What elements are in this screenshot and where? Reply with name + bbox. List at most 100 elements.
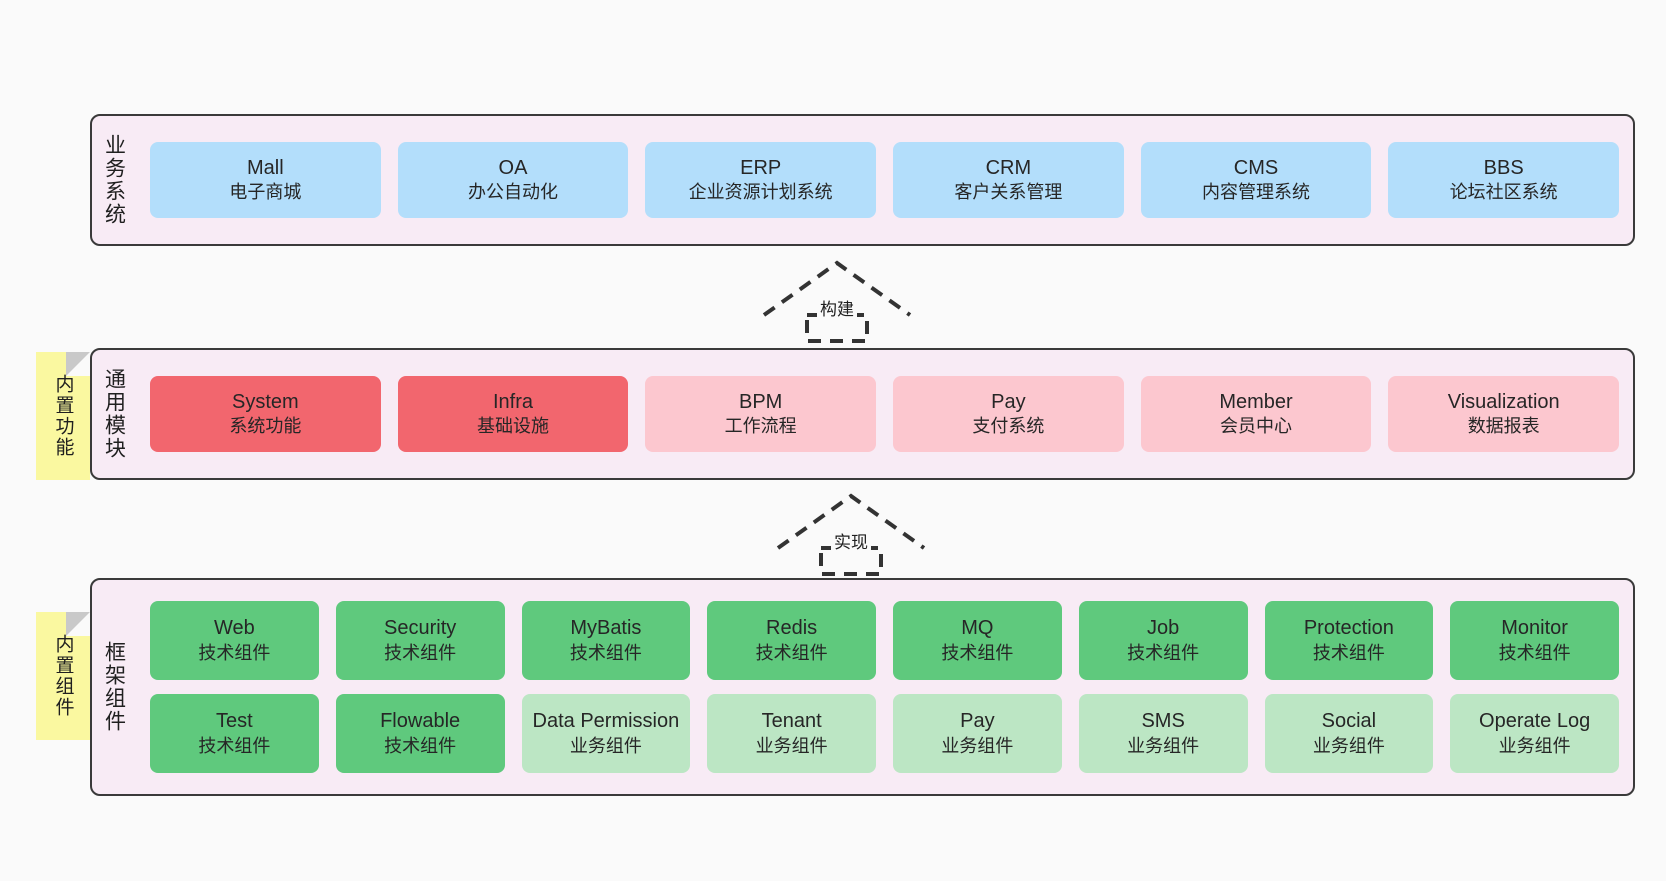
node-subtitle: 会员中心: [1220, 416, 1293, 437]
node-member[interactable]: Member 会员中心: [1140, 376, 1372, 452]
node-row: Mall 电子商城 OA 办公自动化 ERP 企业资源计划系统 CRM 客户关系…: [150, 142, 1620, 218]
node-title: BPM: [739, 390, 783, 413]
node-data-permission[interactable]: Data Permission 业务组件: [521, 694, 691, 773]
node-subtitle: 业务组件: [1127, 735, 1200, 756]
connector-label: 实现: [831, 528, 871, 553]
node-security[interactable]: Security 技术组件: [335, 601, 505, 680]
node-title: Infra: [492, 390, 534, 413]
node-title: MyBatis: [570, 617, 642, 640]
connector-label: 构建: [817, 295, 857, 320]
node-title: Pay: [991, 390, 1026, 413]
node-erp[interactable]: ERP 企业资源计划系统: [645, 142, 877, 218]
layer-caption-framework-components: 框架组件: [102, 641, 126, 733]
node-subtitle: 技术组件: [384, 735, 457, 756]
node-subtitle: 办公自动化: [468, 182, 558, 203]
node-redis[interactable]: Redis 技术组件: [707, 601, 876, 680]
node-crm[interactable]: CRM 客户关系管理: [893, 142, 1124, 218]
node-tenant[interactable]: Tenant 业务组件: [707, 694, 876, 773]
node-title: BBS: [1483, 156, 1524, 179]
node-subtitle: 数据报表: [1467, 416, 1540, 437]
node-subtitle: 技术组件: [198, 735, 271, 756]
node-title: CMS: [1233, 156, 1279, 179]
node-subtitle: 业务组件: [941, 735, 1014, 756]
node-subtitle: 技术组件: [755, 642, 828, 663]
layer-body-business-system: Mall 电子商城 OA 办公自动化 ERP 企业资源计划系统 CRM 客户关系…: [136, 116, 1633, 244]
node-subtitle: 技术组件: [1498, 642, 1571, 663]
layer-caption-common-modules: 通用模块: [102, 368, 126, 460]
node-title: Flowable: [380, 710, 461, 733]
connector-implement: 实现: [776, 492, 926, 576]
node-title: Tenant: [761, 710, 822, 733]
layer-body-common-modules: System 系统功能 Infra 基础设施 BPM 工作流程 Pay 支付系统…: [136, 350, 1633, 478]
node-system[interactable]: System 系统功能: [150, 376, 381, 452]
node-subtitle: 技术组件: [569, 642, 642, 663]
node-subtitle: 业务组件: [569, 735, 642, 756]
node-title: CRM: [985, 156, 1032, 179]
node-flowable[interactable]: Flowable 技术组件: [335, 694, 505, 773]
node-mq[interactable]: MQ 技术组件: [893, 601, 1062, 680]
layer-body-framework-components: Web 技术组件 Security 技术组件 MyBatis 技术组件 Redi…: [136, 580, 1633, 794]
node-title: Monitor: [1501, 617, 1568, 640]
node-monitor[interactable]: Monitor 技术组件: [1450, 601, 1619, 680]
node-social[interactable]: Social 业务组件: [1264, 694, 1434, 773]
node-title: Protection: [1303, 617, 1394, 640]
node-subtitle: 论坛社区系统: [1449, 182, 1558, 203]
node-subtitle: 技术组件: [941, 642, 1014, 663]
node-test[interactable]: Test 技术组件: [150, 694, 319, 773]
node-subtitle: 电子商城: [229, 182, 302, 203]
generalization-arrow-icon: [776, 493, 926, 576]
node-row: System 系统功能 Infra 基础设施 BPM 工作流程 Pay 支付系统…: [150, 376, 1620, 452]
node-title: ERP: [740, 156, 782, 179]
node-title: Data Permission: [532, 710, 680, 733]
node-subtitle: 内容管理系统: [1202, 182, 1311, 203]
sticky-note-builtin-components: 内置组件: [36, 612, 90, 740]
sticky-note-builtin-features: 内置功能: [36, 352, 90, 480]
node-sms[interactable]: SMS 业务组件: [1078, 694, 1248, 773]
node-subtitle: 技术组件: [1312, 642, 1385, 663]
node-title: SMS: [1141, 710, 1185, 733]
node-title: Social: [1321, 710, 1377, 733]
connector-build: 构建: [762, 259, 912, 343]
node-title: Pay: [960, 710, 995, 733]
node-oa[interactable]: OA 办公自动化: [397, 142, 629, 218]
node-visualization[interactable]: Visualization 数据报表: [1388, 376, 1620, 452]
node-job[interactable]: Job 技术组件: [1078, 601, 1248, 680]
node-title: Web: [213, 617, 255, 640]
node-subtitle: 业务组件: [1498, 735, 1571, 756]
node-subtitle: 技术组件: [1127, 642, 1200, 663]
node-mall[interactable]: Mall 电子商城: [150, 142, 381, 218]
node-title: Member: [1219, 390, 1293, 413]
node-title: OA: [498, 156, 528, 179]
node-row: Test 技术组件 Flowable 技术组件 Data Permission …: [150, 694, 1619, 773]
node-title: Visualization: [1447, 390, 1560, 413]
node-subtitle: 业务组件: [755, 735, 828, 756]
node-title: Operate Log: [1479, 710, 1591, 733]
node-subtitle: 技术组件: [384, 642, 457, 663]
node-subtitle: 系统功能: [229, 416, 302, 437]
node-bbs[interactable]: BBS 论坛社区系统: [1388, 142, 1620, 218]
node-protection[interactable]: Protection 技术组件: [1264, 601, 1434, 680]
node-title: Job: [1147, 617, 1180, 640]
node-title: Test: [216, 710, 253, 733]
node-bpm[interactable]: BPM 工作流程: [645, 376, 877, 452]
generalization-arrow-icon: [762, 260, 912, 343]
node-pay-component[interactable]: Pay 业务组件: [893, 694, 1062, 773]
node-mybatis[interactable]: MyBatis 技术组件: [521, 601, 691, 680]
node-subtitle: 基础设施: [477, 416, 549, 437]
node-operate-log[interactable]: Operate Log 业务组件: [1450, 694, 1619, 773]
node-pay-module[interactable]: Pay 支付系统: [893, 376, 1124, 452]
node-title: MQ: [961, 617, 994, 640]
node-row: Web 技术组件 Security 技术组件 MyBatis 技术组件 Redi…: [150, 601, 1619, 680]
node-infra[interactable]: Infra 基础设施: [397, 376, 629, 452]
layer-common-modules: 通用模块 System 系统功能 Infra 基础设施 BPM 工作流程 Pay…: [90, 348, 1635, 480]
node-subtitle: 企业资源计划系统: [688, 182, 833, 203]
node-subtitle: 支付系统: [972, 416, 1045, 437]
layer-business-system: 业务系统 Mall 电子商城 OA 办公自动化 ERP 企业资源计划系统 CRM…: [90, 114, 1635, 246]
node-title: Mall: [247, 156, 284, 179]
node-cms[interactable]: CMS 内容管理系统: [1140, 142, 1372, 218]
node-title: Redis: [766, 617, 818, 640]
node-title: System: [231, 390, 299, 413]
node-web[interactable]: Web 技术组件: [150, 601, 319, 680]
node-subtitle: 工作流程: [724, 416, 797, 437]
